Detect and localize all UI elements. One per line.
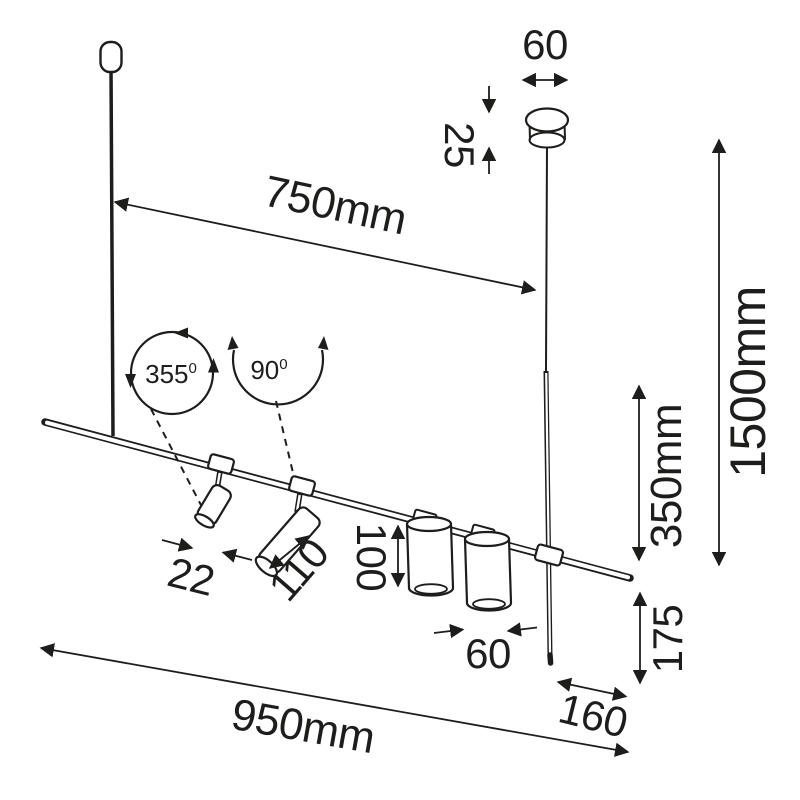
rotation-90-sup: 0 (279, 355, 288, 373)
rotation-355-label: 3550 (145, 361, 197, 387)
suspension-cable (545, 145, 548, 372)
dim-total-height-label: 1500mm (720, 286, 776, 478)
canopy-bottom-rim (528, 131, 566, 149)
rod-end-cap (547, 652, 554, 666)
rotation-symbol-355 (125, 327, 219, 416)
cylinder-b-top (463, 530, 511, 548)
rotation-leader-lines (150, 400, 295, 508)
dim-bar-length-arrow (39, 643, 630, 757)
cylinder-downlight-a (405, 508, 455, 597)
cylinder-a-top (405, 515, 453, 533)
dim-long-spot-arrow (268, 535, 311, 569)
rod-bar-connector (533, 543, 565, 567)
dim-small-spot-arrow-left (161, 537, 194, 552)
dim-small-spot-arrow-right (221, 548, 253, 563)
rotation-symbol-90 (227, 336, 329, 406)
dim-cylinder-diameter-arrow-right (506, 622, 538, 637)
rotation-90-label: 900 (250, 357, 287, 383)
dim-cylinder-diameter-arrow-left (433, 623, 465, 639)
dim-rod-above-bar-label: 350mm (642, 403, 691, 549)
dimension-lines (39, 72, 727, 757)
ceiling-canopy (524, 107, 570, 149)
ceiling-loop (99, 40, 123, 74)
left-suspension-rod (99, 40, 123, 437)
rotation-90-value: 90 (250, 355, 280, 385)
rotation-355-value: 355 (145, 359, 189, 389)
long-spot-connector (288, 475, 316, 497)
dim-rod-below-bar-label: 175 (644, 604, 691, 674)
dim-cylinder-height-label: 100 (348, 522, 395, 592)
canopy-top (524, 107, 570, 133)
dim-cylinder-diameter-label: 60 (465, 630, 511, 677)
dim-canopy-diameter-label: 60 (522, 21, 568, 68)
vertical-rod-fill (545, 372, 552, 654)
rotation-355-sup: 0 (188, 359, 197, 377)
dim-suspension-spacing-arrow (113, 197, 537, 295)
cylinder-downlight-b (463, 523, 513, 612)
small-spot-head (194, 484, 232, 529)
dim-canopy-height-label: 25 (436, 122, 483, 168)
main-bar (41, 418, 634, 582)
right-suspension (524, 107, 570, 666)
small-spot (194, 453, 235, 529)
cylinder-b-opening (472, 598, 506, 610)
cylinder-a-opening (414, 583, 448, 595)
